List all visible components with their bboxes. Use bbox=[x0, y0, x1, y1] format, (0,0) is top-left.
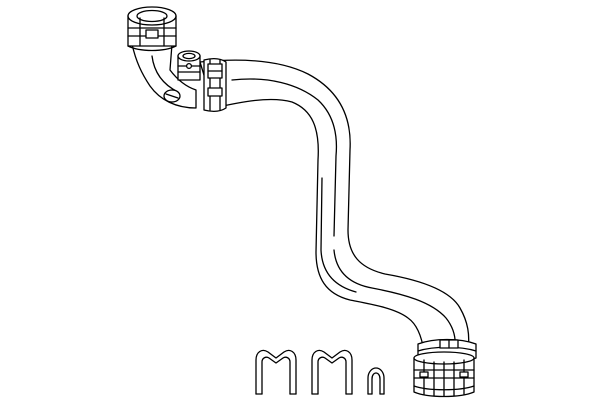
upper-quick-connector bbox=[127, 6, 197, 109]
lower-quick-connector bbox=[413, 351, 475, 398]
retaining-clip-small bbox=[367, 367, 385, 395]
retaining-clip-large-2 bbox=[311, 349, 353, 395]
bleed-valve-fitting bbox=[177, 50, 201, 81]
hose-clamp-upper bbox=[203, 58, 227, 112]
coolant-hose bbox=[199, 59, 470, 353]
retaining-clip-large-1 bbox=[255, 349, 297, 395]
